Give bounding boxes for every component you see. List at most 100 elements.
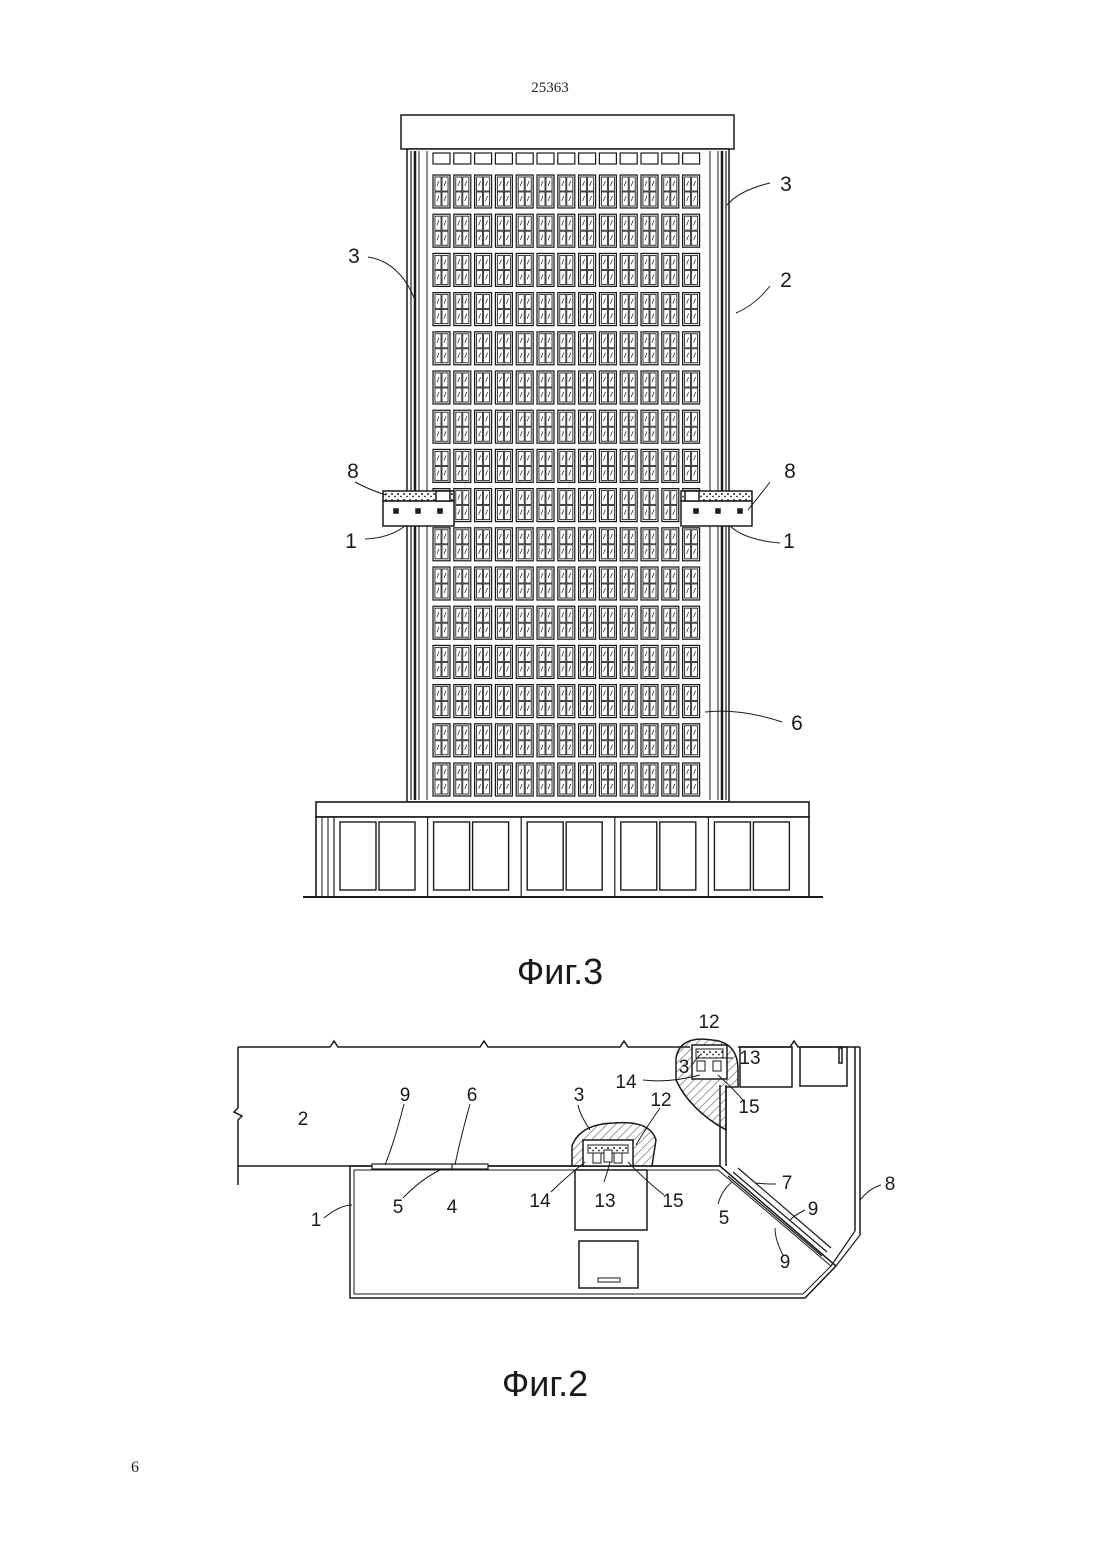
facade-window bbox=[641, 528, 658, 561]
facade-window bbox=[495, 489, 512, 522]
facade-window bbox=[454, 606, 471, 639]
facade-window bbox=[662, 685, 679, 718]
facade-window bbox=[579, 724, 596, 757]
facade-window bbox=[599, 449, 616, 482]
facade-window bbox=[579, 214, 596, 247]
facade-window bbox=[662, 724, 679, 757]
facade-window bbox=[558, 724, 575, 757]
facade-window bbox=[641, 763, 658, 796]
facade-window bbox=[641, 293, 658, 326]
facade-window bbox=[683, 214, 700, 247]
facade-window bbox=[516, 214, 533, 247]
storefront-bay bbox=[334, 817, 415, 897]
storefront-bays bbox=[322, 817, 789, 897]
facade-window bbox=[516, 489, 533, 522]
facade-window bbox=[495, 332, 512, 365]
attic-opening bbox=[558, 153, 575, 164]
facade-window bbox=[558, 332, 575, 365]
facade-window bbox=[454, 724, 471, 757]
attic-opening bbox=[516, 153, 533, 164]
facade-window bbox=[579, 489, 596, 522]
facade-window bbox=[662, 175, 679, 208]
facade-window bbox=[620, 175, 637, 208]
facade-window bbox=[433, 332, 450, 365]
facade-window bbox=[599, 645, 616, 678]
facade-window bbox=[495, 685, 512, 718]
attic-opening bbox=[495, 153, 512, 164]
facade-window bbox=[683, 175, 700, 208]
facade-window bbox=[662, 293, 679, 326]
facade-window bbox=[662, 567, 679, 600]
facade-window bbox=[537, 410, 554, 443]
fig2-plan bbox=[234, 1039, 860, 1298]
label-hoist-left: 8 bbox=[347, 460, 359, 483]
facade-window bbox=[516, 567, 533, 600]
label-carriage-left: 14 bbox=[529, 1191, 551, 1212]
facade-window bbox=[516, 449, 533, 482]
facade-window bbox=[558, 685, 575, 718]
facade-window bbox=[683, 567, 700, 600]
cradle-right-port bbox=[738, 509, 742, 513]
facade-window bbox=[495, 528, 512, 561]
facade-window bbox=[495, 175, 512, 208]
facade-window bbox=[516, 528, 533, 561]
facade-window bbox=[641, 371, 658, 404]
attic-opening bbox=[475, 153, 492, 164]
facade-window bbox=[495, 214, 512, 247]
facade-window bbox=[475, 449, 492, 482]
label-panel: 6 bbox=[467, 1085, 478, 1106]
facade-window bbox=[558, 293, 575, 326]
facade-window bbox=[558, 489, 575, 522]
attic-opening bbox=[599, 153, 616, 164]
storefront-bay bbox=[615, 817, 696, 897]
label-rail-right: 3 bbox=[780, 173, 792, 196]
facade-window bbox=[475, 410, 492, 443]
fig3-building bbox=[303, 115, 823, 897]
facade-window bbox=[516, 685, 533, 718]
facade-window bbox=[454, 763, 471, 796]
wall-outline bbox=[238, 1041, 690, 1047]
facade-window bbox=[599, 253, 616, 286]
facade-window bbox=[516, 293, 533, 326]
label-guide-corner: 12 bbox=[698, 1012, 719, 1033]
facade-window bbox=[537, 253, 554, 286]
facade-window bbox=[495, 567, 512, 600]
cradle-right bbox=[681, 491, 752, 526]
facade-window bbox=[620, 724, 637, 757]
facade-window bbox=[683, 528, 700, 561]
label-carriage-corner-13: 13 bbox=[739, 1048, 760, 1069]
label-rail-left: 3 bbox=[348, 245, 360, 268]
facade-window bbox=[662, 763, 679, 796]
cradle-left-port bbox=[416, 509, 420, 513]
facade-window bbox=[683, 606, 700, 639]
facade-window bbox=[662, 606, 679, 639]
facade-window bbox=[537, 214, 554, 247]
facade-window bbox=[558, 214, 575, 247]
facade-window bbox=[620, 253, 637, 286]
attic-opening bbox=[620, 153, 637, 164]
facade-window bbox=[620, 489, 637, 522]
facade-window bbox=[662, 253, 679, 286]
facade-window bbox=[475, 214, 492, 247]
facade-window bbox=[516, 724, 533, 757]
facade-window bbox=[433, 214, 450, 247]
label-glazing: 6 bbox=[791, 712, 803, 735]
label-carriage-corner-14: 14 bbox=[615, 1072, 637, 1093]
facade-window bbox=[454, 645, 471, 678]
facade-window bbox=[599, 293, 616, 326]
facade-window bbox=[537, 332, 554, 365]
facade-window bbox=[558, 175, 575, 208]
facade-window bbox=[454, 449, 471, 482]
facade-window bbox=[620, 606, 637, 639]
facade-window bbox=[641, 685, 658, 718]
facade-window bbox=[641, 332, 658, 365]
facade-window bbox=[620, 293, 637, 326]
label-cradle-right: 1 bbox=[783, 530, 795, 553]
facade-window bbox=[662, 371, 679, 404]
facade-window bbox=[537, 763, 554, 796]
label-cradle-left: 1 bbox=[345, 530, 357, 553]
facade-window bbox=[475, 293, 492, 326]
facade-window bbox=[495, 253, 512, 286]
storefront-bay bbox=[521, 817, 602, 897]
facade-window bbox=[641, 410, 658, 443]
